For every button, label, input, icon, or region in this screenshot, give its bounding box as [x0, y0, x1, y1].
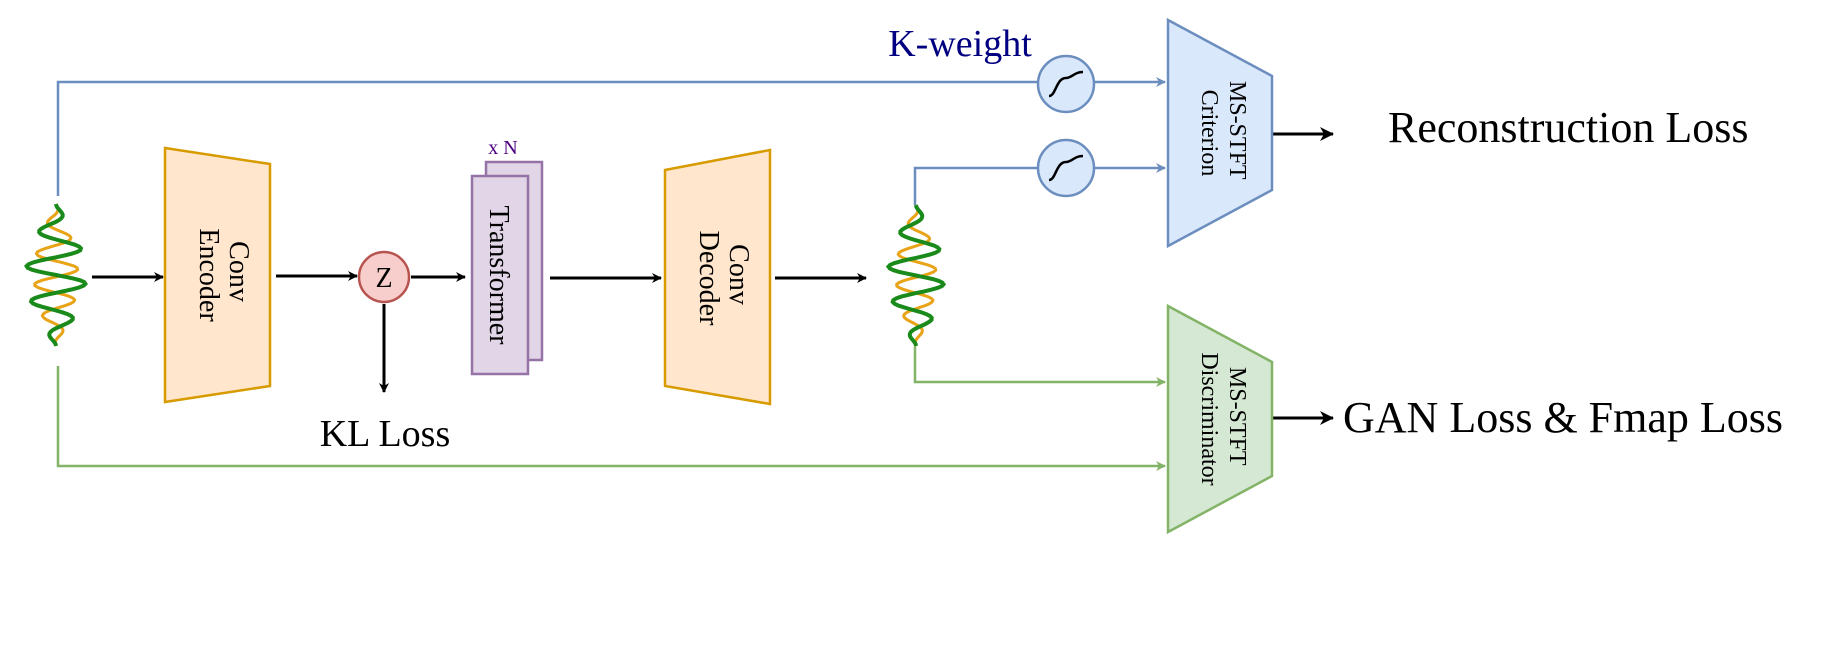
latent-z-node: Z — [357, 250, 411, 304]
output-to-kweight2-connector — [913, 166, 1042, 205]
input-to-criterion-connector — [56, 80, 1042, 196]
svg-text:MS-STFT Criterion: MS-STFT Criterion — [1196, 81, 1250, 185]
output-waveform-icon — [885, 204, 947, 347]
input-waveform-icon — [24, 203, 88, 347]
transformer-repeat-label: x N — [488, 137, 517, 159]
criterion-label-line2: Criterion — [1196, 90, 1222, 177]
discriminator-label-line1: MS-STFT — [1224, 367, 1250, 466]
latent-z-label: Z — [375, 263, 392, 294]
kl-loss-label: KL Loss — [320, 413, 451, 455]
encoder-label-line1: Conv — [223, 241, 254, 302]
conv-decoder-block: Conv Decoder — [663, 148, 772, 406]
input-to-discriminator-arrow — [56, 366, 1166, 471]
transformer-label: Transformer — [483, 206, 514, 346]
ms-stft-criterion-block: MS-STFT Criterion — [1166, 17, 1274, 249]
criterion-label-line1: MS-STFT — [1224, 81, 1250, 180]
svg-text:MS-STFT Discriminator: MS-STFT Discriminator — [1196, 352, 1250, 485]
transformer-block: Transformer x N — [470, 137, 544, 376]
output-to-discriminator-arrow — [913, 346, 1166, 387]
svg-text:Conv Decoder: Conv Decoder — [693, 231, 754, 327]
ms-stft-discriminator-block: MS-STFT Discriminator — [1166, 303, 1274, 535]
reconstruction-loss-label: Reconstruction Loss — [1388, 103, 1749, 152]
k-weight-filter-1-icon — [1036, 54, 1096, 114]
k-weight-filter-2-icon — [1036, 138, 1096, 198]
discriminator-label-line2: Discriminator — [1196, 352, 1222, 485]
k-weight-label: K-weight — [888, 23, 1032, 65]
encoder-label-line2: Encoder — [193, 228, 224, 322]
conv-encoder-block: Conv Encoder — [163, 146, 272, 404]
decoder-label-line2: Decoder — [693, 231, 724, 327]
decoder-label-line1: Conv — [723, 244, 754, 305]
gan-fmap-loss-label: GAN Loss & Fmap Loss — [1343, 393, 1783, 442]
svg-text:Conv Encoder: Conv Encoder — [193, 228, 254, 322]
